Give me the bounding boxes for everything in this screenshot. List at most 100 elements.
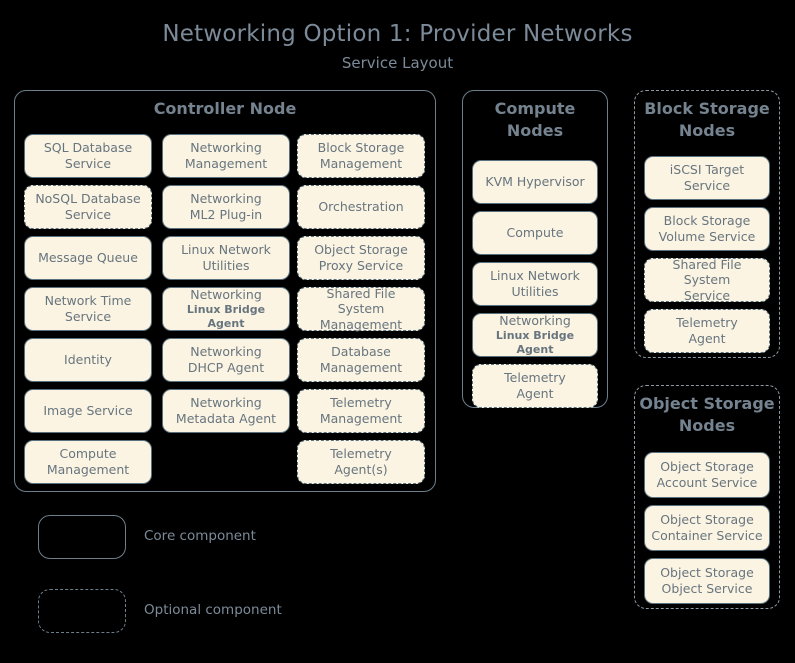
component-image-service[interactable]: Image Service xyxy=(24,389,152,433)
group-title-controller-node: Controller Node xyxy=(153,99,297,118)
component-label-line-1: NoSQL Database xyxy=(35,191,141,207)
page-title: Networking Option 1: Provider Networks xyxy=(162,21,633,47)
legend-row-optional: Optional component xyxy=(38,589,368,635)
component-label-line-2: Management xyxy=(184,156,268,171)
component-label-line-2: Container Service xyxy=(651,528,763,543)
component-label-line-1: Orchestration xyxy=(318,199,404,215)
component-label-line-2: Management xyxy=(46,462,130,477)
component-label-line-2: Agent xyxy=(516,386,554,401)
title-block: Networking Option 1: Provider Networks S… xyxy=(0,21,795,73)
component-label-line-2: Service xyxy=(64,207,112,222)
component-label-line-2: ML2 Plug-in xyxy=(189,207,263,222)
component-label-line-2: Service xyxy=(64,309,112,324)
component-label-line-1: Compute xyxy=(506,225,564,241)
component-label-line-1: Networking xyxy=(190,395,262,411)
component-label-line-1: Networking xyxy=(190,191,262,207)
component-label-line-1: Networking xyxy=(499,313,571,329)
legend-label-core: Core component xyxy=(144,528,256,544)
component-message-queue[interactable]: Message Queue xyxy=(24,236,152,280)
group-block-storage-nodes: Block Storage Nodes xyxy=(634,90,780,358)
component-label-line-1: Networking xyxy=(190,287,262,303)
component-label-line-2: Management xyxy=(319,411,403,426)
component-label-line-1: Compute xyxy=(59,446,117,462)
component-compute[interactable]: Compute xyxy=(472,211,598,255)
component-label-line-1: Linux Network xyxy=(181,242,271,258)
component-label-line-1: Telemetry xyxy=(330,446,392,462)
component-label-line-1: Block Storage xyxy=(663,213,751,229)
component-label-line-2: Object Service xyxy=(661,581,753,596)
component-label-line-2: Utilities xyxy=(202,258,250,273)
component-label-line-2: Service xyxy=(683,178,731,193)
component-label-line-1: Database xyxy=(331,344,391,360)
legend: Core component Optional component xyxy=(38,515,368,663)
component-label-line-2: Utilities xyxy=(511,284,559,299)
group-title-object-storage-nodes: Object Storage Nodes xyxy=(639,394,775,435)
component-label-line-1: Object Storage xyxy=(314,242,408,258)
component-label-line-2: Management xyxy=(319,156,403,171)
component-label-line-1: iSCSI Target xyxy=(669,162,745,178)
component-label-line-2: Agent(s) xyxy=(334,462,388,477)
group-object-storage-nodes: Object Storage Nodes xyxy=(634,385,780,609)
component-label-line-1: Shared File System xyxy=(326,285,396,317)
component-label-line-1: Message Queue xyxy=(38,250,138,266)
page-subtitle: Service Layout xyxy=(341,54,454,73)
group-title-block-storage-nodes: Block Storage Nodes xyxy=(644,99,770,140)
component-label-line-2: Linux Bridge Agent xyxy=(495,329,575,356)
legend-label-optional: Optional component xyxy=(144,602,282,618)
component-label-line-2: Agent xyxy=(688,331,726,346)
component-label-line-2: Volume Service xyxy=(658,229,756,244)
component-identity[interactable]: Identity xyxy=(24,338,152,382)
component-label-line-2: Metadata Agent xyxy=(175,411,277,426)
component-label-line-2: Proxy Service xyxy=(318,258,404,273)
component-label-line-1: Network Time xyxy=(44,293,132,309)
component-label-line-1: Object Storage xyxy=(660,512,754,528)
component-label-line-1: Telemetry xyxy=(676,315,738,331)
component-label-line-1: Block Storage xyxy=(317,140,405,156)
component-label-line-2: Service xyxy=(64,156,112,171)
component-label-line-1: Networking xyxy=(190,344,262,360)
component-label-line-1: Object Storage xyxy=(660,565,754,581)
group-title-compute-nodes: Compute Nodes xyxy=(494,99,576,140)
component-label-line-1: Networking xyxy=(190,140,262,156)
component-label-line-2: Management xyxy=(319,360,403,375)
legend-swatch-core xyxy=(38,515,126,559)
component-label-line-1: Linux Network xyxy=(490,268,580,284)
component-label-line-1: Identity xyxy=(64,352,112,368)
component-label-line-1: KVM Hypervisor xyxy=(485,174,585,190)
component-orchestration[interactable]: Orchestration xyxy=(297,185,425,229)
component-label-line-1: Telemetry xyxy=(504,370,566,386)
component-label-line-2: DHCP Agent xyxy=(187,360,265,375)
component-label-line-1: Telemetry xyxy=(330,395,392,411)
component-label-line-1: Object Storage xyxy=(660,459,754,475)
group-controller-node: Controller Node xyxy=(14,90,436,492)
legend-swatch-optional xyxy=(38,589,126,633)
component-label-line-2: Management xyxy=(319,316,403,332)
component-kvm-hypervisor[interactable]: KVM Hypervisor xyxy=(472,160,598,204)
